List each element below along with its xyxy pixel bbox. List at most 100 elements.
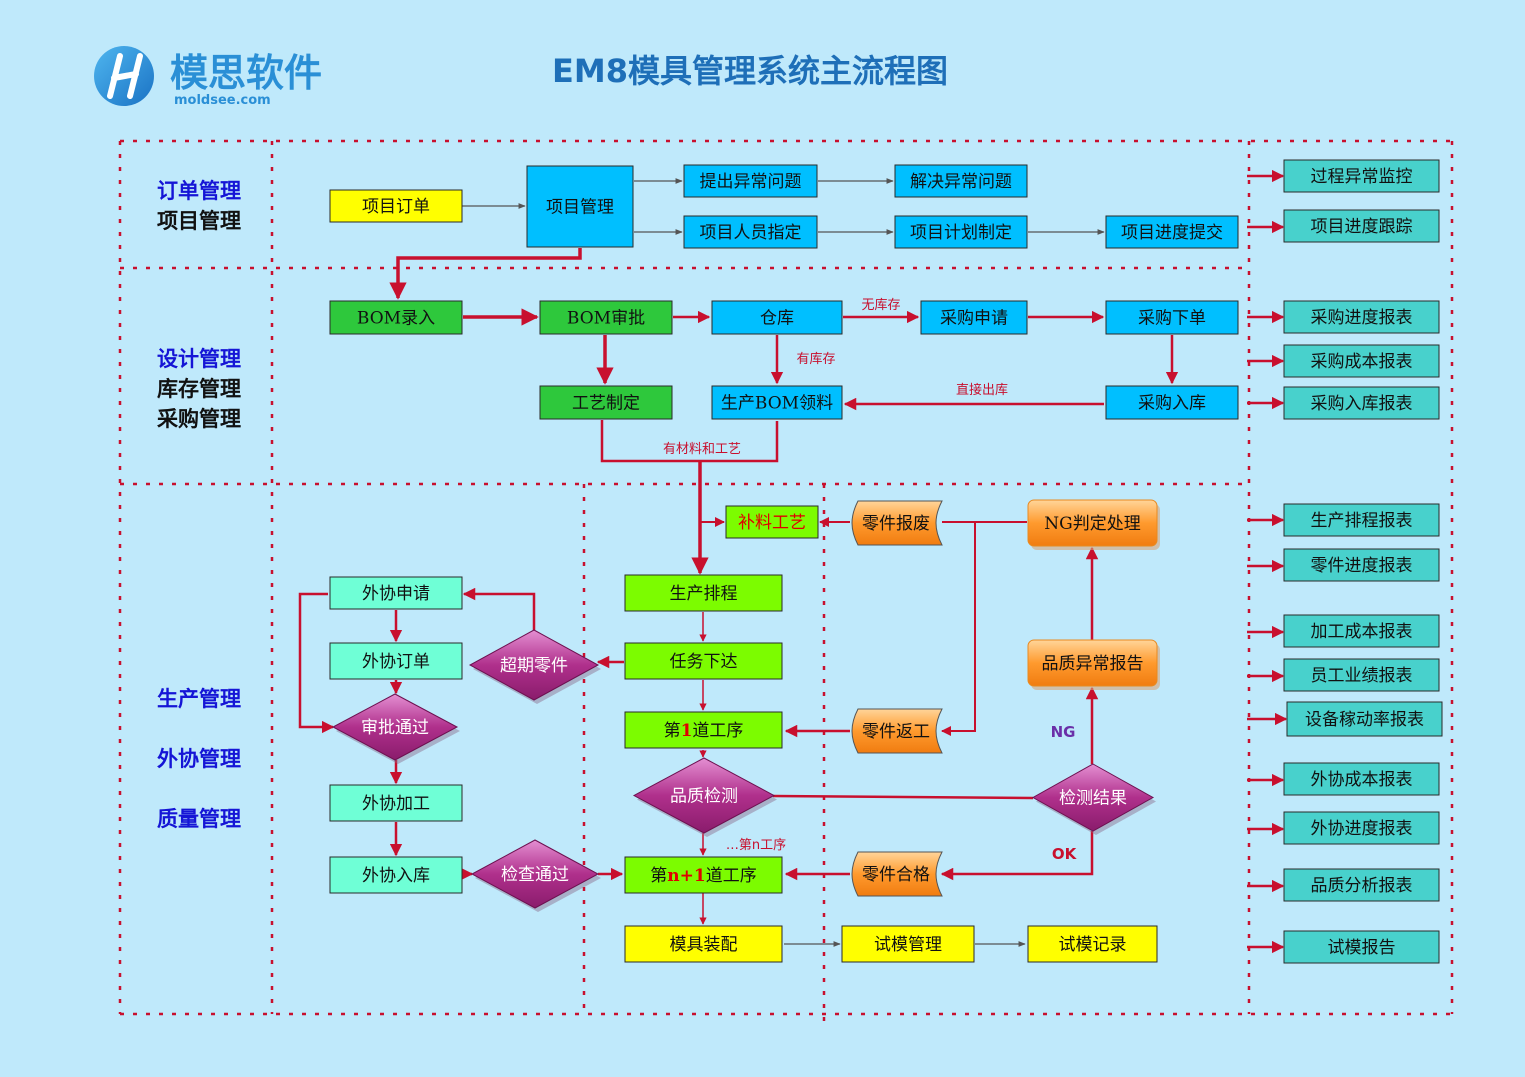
node-shape — [329, 642, 463, 680]
node-label: 第n+1道工序 — [650, 866, 756, 886]
report-item[interactable]: 过程异常监控 — [1283, 159, 1440, 193]
node-label: 审批通过 — [361, 718, 429, 738]
node-label: 仓库 — [760, 309, 794, 329]
report-item[interactable]: 采购进度报表 — [1283, 300, 1440, 334]
step-number: 1 — [681, 721, 693, 741]
report-item[interactable]: 试模报告 — [1283, 930, 1440, 964]
section-label-order: 订单管理 — [157, 179, 241, 203]
node-mold-assembly[interactable]: 模具装配 — [624, 925, 783, 963]
edge-labels: 无库存 有库存 直接出库 有材料和工艺 …第n工序 — [663, 297, 1008, 853]
section-frames — [118, 139, 1454, 1030]
node-outsource-order[interactable]: 外协订单 — [329, 642, 463, 680]
node-label: 品质异常报告 — [1042, 654, 1144, 674]
report-box — [1283, 868, 1440, 902]
node-inspect-pass[interactable]: 检查通过 — [470, 839, 601, 912]
node-purchase-order[interactable]: 采购下单 — [1105, 300, 1239, 335]
node-label: 外协入库 — [362, 866, 430, 886]
report-item[interactable]: 加工成本报表 — [1283, 614, 1440, 648]
node-label: 外协订单 — [362, 652, 430, 672]
report-item[interactable]: 外协成本报表 — [1283, 762, 1440, 796]
node-overdue-parts[interactable]: 超期零件 — [468, 629, 601, 704]
node-label: 试模管理 — [874, 935, 942, 955]
node-purchase-in[interactable]: 采购入库 — [1105, 385, 1239, 420]
node-shape — [329, 784, 463, 822]
node-project-order[interactable]: 项目订单 — [329, 189, 463, 223]
node-outsource-apply[interactable]: 外协申请 — [329, 576, 463, 610]
report-label: 采购入库报表 — [1311, 394, 1413, 414]
node-label: 项目订单 — [362, 197, 430, 217]
node-part-ok[interactable]: 零件合格 — [851, 851, 943, 897]
report-item[interactable]: 品质分析报表 — [1283, 868, 1440, 902]
report-item[interactable]: 设备稼动率报表 — [1286, 701, 1443, 737]
report-label: 过程异常监控 — [1311, 167, 1413, 187]
report-item[interactable]: 采购成本报表 — [1283, 344, 1440, 378]
report-label: 设备稼动率报表 — [1305, 710, 1424, 730]
node-label: 提出异常问题 — [700, 172, 802, 192]
report-box — [1286, 701, 1443, 737]
node-warehouse[interactable]: 仓库 — [711, 300, 843, 335]
node-step1[interactable]: 第1道工序 — [624, 711, 783, 749]
node-check-result[interactable]: 检测结果 — [1031, 763, 1156, 835]
node-raise-issue[interactable]: 提出异常问题 — [683, 164, 818, 198]
node-quality-check[interactable]: 品质检测 — [632, 757, 777, 837]
node-step-n1[interactable]: 第n+1道工序 — [624, 856, 783, 894]
node-progress-submit[interactable]: 项目进度提交 — [1105, 215, 1239, 249]
node-approve-pass[interactable]: 审批通过 — [331, 693, 460, 764]
step-prefix: 第 — [650, 866, 667, 886]
node-rework[interactable]: 零件返工 — [851, 708, 943, 754]
node-scrap[interactable]: 零件报废 — [851, 500, 943, 546]
report-box — [1283, 159, 1440, 193]
section-label-design: 设计管理 — [157, 347, 241, 371]
report-label: 零件进度报表 — [1311, 556, 1413, 576]
report-item[interactable]: 外协进度报表 — [1283, 811, 1440, 845]
report-box — [1283, 503, 1440, 537]
node-bom-entry[interactable]: BOM录入 — [329, 300, 463, 335]
node-process-design[interactable]: 工艺制定 — [539, 385, 673, 420]
section-label-quality: 质量管理 — [157, 807, 241, 831]
node-task-issue[interactable]: 任务下达 — [624, 642, 783, 680]
node-shape — [683, 215, 818, 249]
node-label: BOM审批 — [567, 309, 645, 329]
node-shape — [711, 385, 843, 420]
node-shape — [894, 215, 1028, 249]
node-label: 项目进度提交 — [1121, 223, 1223, 243]
node-label: 项目管理 — [546, 198, 614, 218]
node-project-mgmt[interactable]: 项目管理 — [526, 165, 634, 248]
node-shape — [1027, 639, 1158, 687]
report-item[interactable]: 生产排程报表 — [1283, 503, 1440, 537]
report-box — [1283, 811, 1440, 845]
node-label: 品质检测 — [670, 787, 738, 807]
node-outsource-process[interactable]: 外协加工 — [329, 784, 463, 822]
node-plan-make[interactable]: 项目计划制定 — [894, 215, 1028, 249]
node-shape — [468, 629, 600, 701]
node-trial-mgmt[interactable]: 试模管理 — [841, 925, 975, 963]
node-bom-pick[interactable]: 生产BOM领料 — [711, 385, 843, 420]
node-purchase-req[interactable]: 采购申请 — [920, 300, 1028, 335]
node-ng-handle[interactable]: NG判定处理 — [1027, 499, 1160, 550]
logo-name: 模思软件 — [170, 51, 322, 95]
report-item[interactable]: 员工业绩报表 — [1283, 658, 1440, 692]
edge-label-no-stock: 无库存 — [861, 297, 900, 313]
node-bom-approve[interactable]: BOM审批 — [539, 300, 673, 335]
report-item[interactable]: 项目进度跟踪 — [1283, 209, 1440, 243]
node-quality-report[interactable]: 品质异常报告 — [1027, 639, 1160, 690]
node-trial-record[interactable]: 试模记录 — [1027, 925, 1158, 963]
node-outsource-in[interactable]: 外协入库 — [329, 856, 463, 894]
node-prod-schedule[interactable]: 生产排程 — [624, 574, 783, 612]
node-solve-issue[interactable]: 解决异常问题 — [894, 164, 1028, 198]
section-label-production: 生产管理 — [157, 687, 241, 711]
edge-label-has-material: 有材料和工艺 — [663, 442, 741, 457]
node-shape — [683, 164, 818, 198]
report-item[interactable]: 采购入库报表 — [1283, 386, 1440, 420]
report-label: 员工业绩报表 — [1311, 666, 1413, 686]
node-shape — [1027, 499, 1158, 547]
node-assign-staff[interactable]: 项目人员指定 — [683, 215, 818, 249]
node-label: NG判定处理 — [1044, 514, 1140, 534]
node-label: BOM录入 — [357, 309, 435, 329]
node-label: 超期零件 — [500, 656, 568, 676]
node-supplement[interactable]: 补料工艺 — [725, 505, 819, 539]
edge-label-ng: NG — [1051, 723, 1076, 741]
report-item[interactable]: 零件进度报表 — [1283, 548, 1440, 582]
node-shape — [624, 711, 783, 749]
